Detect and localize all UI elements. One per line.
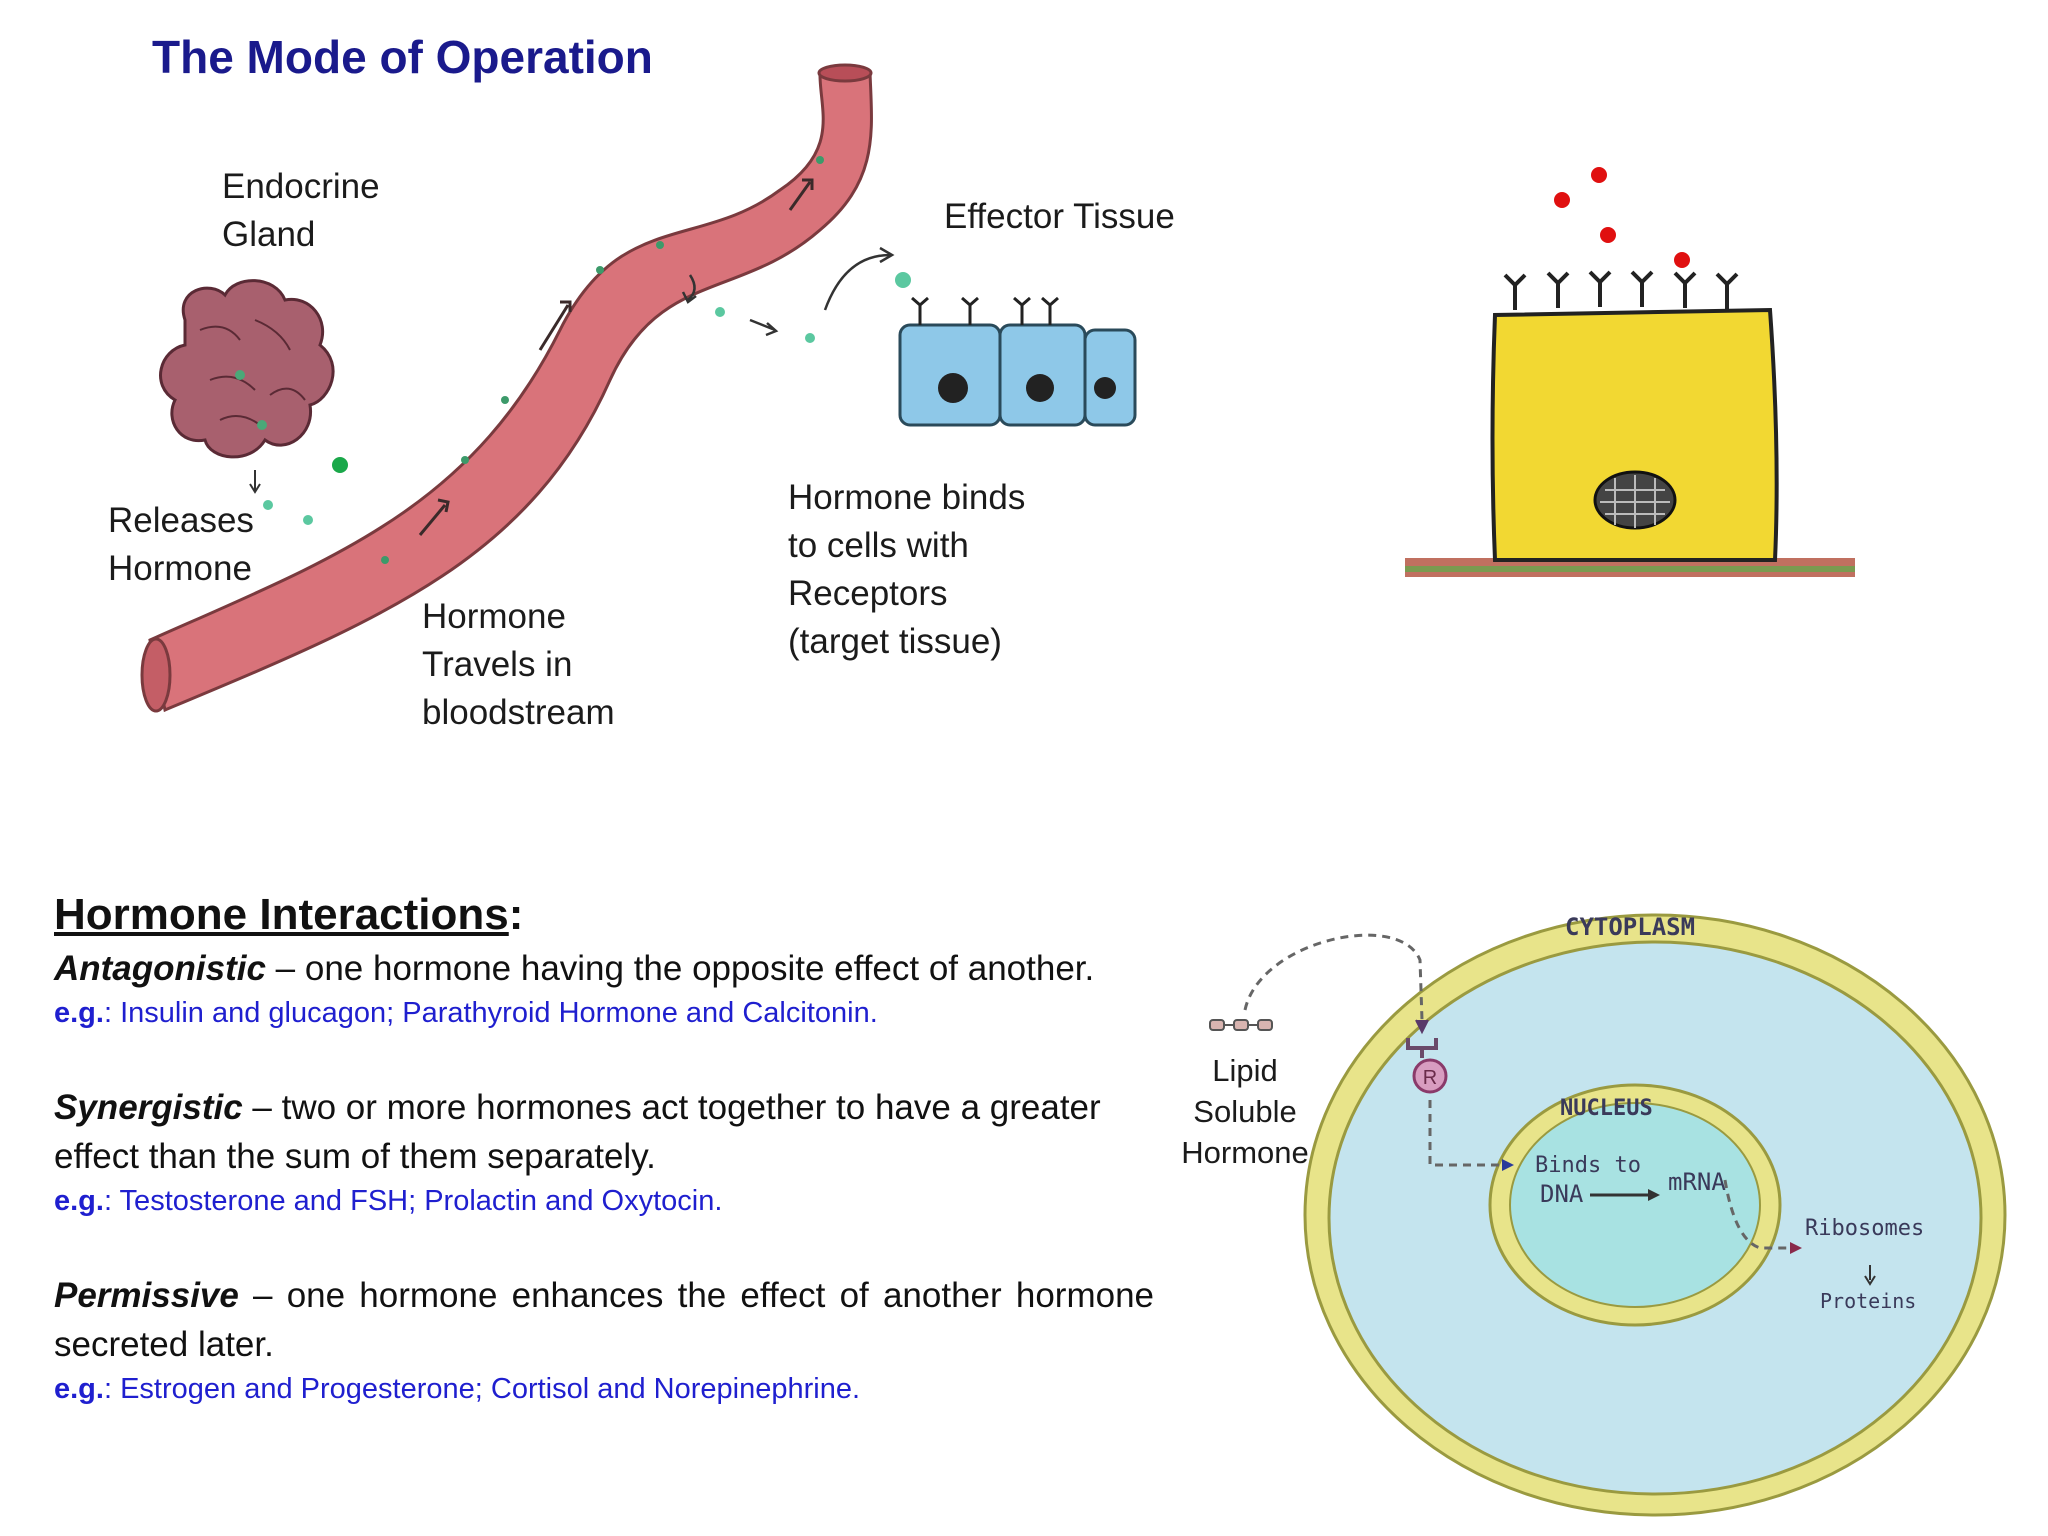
label-hormone-binds: Hormone binds to cells with Receptors (t… xyxy=(788,478,1026,661)
label-hormone-travels: Hormone Travels in bloodstream xyxy=(422,597,615,732)
target-cell xyxy=(1490,307,1779,562)
dna-label: DNA xyxy=(1540,1180,1584,1208)
antagonistic-example: e.g.: Insulin and glucagon; Parathyroid … xyxy=(54,997,878,1029)
nucleus xyxy=(1509,1102,1761,1308)
page-title: The Mode of Operation xyxy=(152,31,653,83)
lipid-soluble-hormone-label: Lipid Soluble Hormone xyxy=(1181,1053,1309,1170)
synergistic-example: e.g.: Testosterone and FSH; Prolactin an… xyxy=(54,1185,723,1217)
proteins-label: Proteins xyxy=(1820,1289,1916,1313)
antagonistic-definition: Antagonistic – one hormone having the op… xyxy=(54,949,1095,988)
label-releases-hormone: Releases Hormone xyxy=(108,501,254,588)
label-endocrine-gland: Endocrine Gland xyxy=(222,167,380,254)
effector-cells xyxy=(898,296,1137,427)
label-effector-tissue: Effector Tissue xyxy=(944,197,1175,236)
receptor xyxy=(1406,1038,1448,1094)
permissive-example: e.g.: Estrogen and Progesterone; Cortiso… xyxy=(54,1373,861,1405)
hormone-dot xyxy=(332,457,348,473)
binds-to-label: Binds to xyxy=(1535,1153,1641,1178)
hormone-interactions-section: Hormone Interactions: Antagonistic – one… xyxy=(54,890,1154,1409)
lipid-hormone-cell-diagram: CYTOPLASM NUCLEUS R Binds to DNA mRNA Ri… xyxy=(1209,913,2007,1517)
hormone-pathway-illustration xyxy=(140,63,1137,713)
target-cell-illustration xyxy=(1405,167,1855,577)
blood-vessel xyxy=(140,63,873,713)
permissive-definition: Permissive – one hormone enhances the ef… xyxy=(54,1276,1154,1364)
cytoplasm-label: CYTOPLASM xyxy=(1565,913,1695,941)
ribosomes-label: Ribosomes xyxy=(1805,1216,1924,1241)
receptors xyxy=(1503,270,1739,310)
synergistic-definition: Synergistic – two or more hormones act t… xyxy=(54,1088,1101,1176)
mrna-label: mRNA xyxy=(1668,1168,1726,1196)
receptor-label: R xyxy=(1423,1067,1437,1089)
endocrine-gland xyxy=(159,279,335,494)
nucleus-label: NUCLEUS xyxy=(1560,1096,1653,1121)
lipid-hormone-molecule xyxy=(1209,1019,1273,1031)
section-heading: Hormone Interactions xyxy=(54,890,509,939)
